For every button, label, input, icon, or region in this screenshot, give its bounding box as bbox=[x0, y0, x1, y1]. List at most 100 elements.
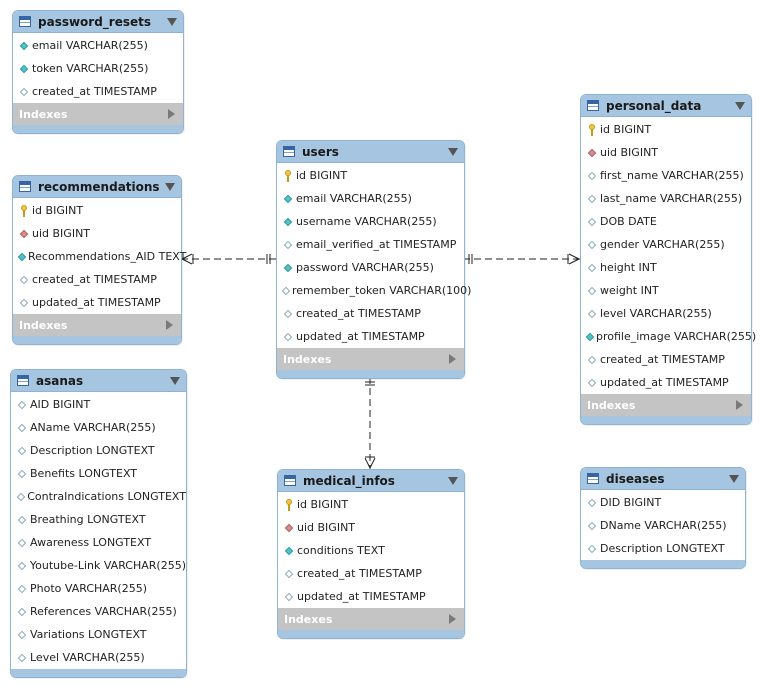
primary-key-icon bbox=[284, 498, 294, 511]
column-label: first_name VARCHAR(255) bbox=[600, 169, 744, 182]
collapse-arrow-icon[interactable] bbox=[448, 476, 458, 485]
table-column[interactable]: updated_at TIMESTAMP bbox=[278, 585, 464, 608]
collapse-arrow-icon[interactable] bbox=[729, 474, 739, 483]
table-column[interactable]: created_at TIMESTAMP bbox=[277, 302, 464, 325]
table-column[interactable]: updated_at TIMESTAMP bbox=[13, 291, 181, 314]
expand-arrow-icon[interactable] bbox=[166, 320, 173, 330]
expand-arrow-icon[interactable] bbox=[736, 400, 743, 410]
table-column[interactable]: id BIGINT bbox=[277, 164, 464, 187]
table-column[interactable]: first_name VARCHAR(255) bbox=[581, 164, 751, 187]
table-column[interactable]: Benefits LONGTEXT bbox=[11, 462, 186, 485]
expand-arrow-icon[interactable] bbox=[449, 354, 456, 364]
column-label: id BIGINT bbox=[296, 169, 348, 182]
table-column[interactable]: Level VARCHAR(255) bbox=[11, 646, 186, 669]
not-null-diamond-icon bbox=[19, 41, 29, 50]
column-label: DName VARCHAR(255) bbox=[600, 519, 727, 532]
foreign-key-diamond-icon bbox=[587, 148, 597, 157]
indexes-section[interactable]: Indexes bbox=[581, 394, 751, 416]
table-column[interactable]: last_name VARCHAR(255) bbox=[581, 187, 751, 210]
table-column[interactable]: Awareness LONGTEXT bbox=[11, 531, 186, 554]
table-column[interactable]: created_at TIMESTAMP bbox=[13, 80, 183, 103]
table-column[interactable]: uid BIGINT bbox=[278, 516, 464, 539]
table-column[interactable]: updated_at TIMESTAMP bbox=[581, 371, 751, 394]
table-column[interactable]: remember_token VARCHAR(100) bbox=[277, 279, 471, 302]
collapse-arrow-icon[interactable] bbox=[165, 182, 175, 191]
table-column[interactable]: DOB DATE bbox=[581, 210, 751, 233]
table-column[interactable]: email_verified_at TIMESTAMP bbox=[277, 233, 464, 256]
table-column[interactable]: level VARCHAR(255) bbox=[581, 302, 751, 325]
column-label: created_at TIMESTAMP bbox=[297, 567, 422, 580]
table-header[interactable]: asanas bbox=[11, 370, 186, 392]
table-column[interactable]: Photo VARCHAR(255) bbox=[11, 577, 186, 600]
nullable-diamond-icon bbox=[587, 521, 597, 530]
collapse-arrow-icon[interactable] bbox=[167, 17, 177, 26]
table-header[interactable]: users bbox=[277, 141, 464, 163]
table-column[interactable]: Breathing LONGTEXT bbox=[11, 508, 186, 531]
table-column[interactable]: Variations LONGTEXT bbox=[11, 623, 186, 646]
indexes-section[interactable]: Indexes bbox=[278, 608, 464, 630]
table-header[interactable]: diseases bbox=[581, 468, 745, 490]
nullable-diamond-icon bbox=[17, 515, 27, 524]
column-label: uid BIGINT bbox=[32, 227, 91, 240]
nullable-diamond-icon bbox=[283, 332, 293, 341]
table-column[interactable]: DName VARCHAR(255) bbox=[581, 514, 745, 537]
table-column[interactable]: Description LONGTEXT bbox=[581, 537, 745, 560]
table-column[interactable]: id BIGINT bbox=[278, 493, 464, 516]
table-column[interactable]: username VARCHAR(255) bbox=[277, 210, 464, 233]
table-column[interactable]: updated_at TIMESTAMP bbox=[277, 325, 464, 348]
table-column[interactable]: gender VARCHAR(255) bbox=[581, 233, 751, 256]
table-column[interactable]: email VARCHAR(255) bbox=[277, 187, 464, 210]
table-column[interactable]: id BIGINT bbox=[13, 199, 181, 222]
expand-arrow-icon[interactable] bbox=[449, 614, 456, 624]
table-column[interactable]: created_at TIMESTAMP bbox=[13, 268, 181, 291]
table-column[interactable]: height INT bbox=[581, 256, 751, 279]
expand-arrow-icon[interactable] bbox=[168, 109, 175, 119]
table-column[interactable]: token VARCHAR(255) bbox=[13, 57, 183, 80]
table-column[interactable]: uid BIGINT bbox=[13, 222, 181, 245]
column-label: weight INT bbox=[600, 284, 659, 297]
column-list: AID BIGINT AName VARCHAR(255) Description … bbox=[11, 392, 186, 669]
table-column[interactable]: conditions TEXT bbox=[278, 539, 464, 562]
column-label: AName VARCHAR(255) bbox=[30, 421, 156, 434]
table-column[interactable]: email VARCHAR(255) bbox=[13, 34, 183, 57]
table-column[interactable]: Recommendations_AID TEXT bbox=[13, 245, 186, 268]
table-column[interactable]: Description LONGTEXT bbox=[11, 439, 186, 462]
table-column[interactable]: ContraIndications LONGTEXT bbox=[11, 485, 186, 508]
nullable-diamond-icon bbox=[16, 492, 25, 501]
collapse-arrow-icon[interactable] bbox=[735, 101, 745, 110]
nullable-diamond-icon bbox=[17, 538, 27, 547]
table-column[interactable]: weight INT bbox=[581, 279, 751, 302]
column-label: updated_at TIMESTAMP bbox=[296, 330, 425, 343]
table-column[interactable]: profile_image VARCHAR(255) bbox=[581, 325, 756, 348]
table-header[interactable]: recommendations bbox=[13, 176, 181, 198]
nullable-diamond-icon bbox=[587, 498, 597, 507]
table-column[interactable]: AName VARCHAR(255) bbox=[11, 416, 186, 439]
column-label: id BIGINT bbox=[600, 123, 652, 136]
table-users[interactable]: users id BIGINT email VARCHAR(255)username… bbox=[276, 140, 471, 379]
table-column[interactable]: id BIGINT bbox=[581, 118, 751, 141]
table-column[interactable]: uid BIGINT bbox=[581, 141, 751, 164]
table-header[interactable]: personal_data bbox=[581, 95, 751, 117]
indexes-section[interactable]: Indexes bbox=[13, 103, 183, 125]
collapse-arrow-icon[interactable] bbox=[170, 376, 180, 385]
table-header[interactable]: medical_infos bbox=[278, 470, 464, 492]
table-column[interactable]: References VARCHAR(255) bbox=[11, 600, 186, 623]
table-header[interactable]: password_resets bbox=[13, 11, 183, 33]
column-label: Level VARCHAR(255) bbox=[30, 651, 145, 664]
indexes-section[interactable]: Indexes bbox=[277, 348, 464, 370]
collapse-arrow-icon[interactable] bbox=[448, 147, 458, 156]
table-column[interactable]: created_at TIMESTAMP bbox=[278, 562, 464, 585]
table-column[interactable]: created_at TIMESTAMP bbox=[581, 348, 751, 371]
table-column[interactable]: password VARCHAR(255) bbox=[277, 256, 464, 279]
table-column[interactable]: Youtube-Link VARCHAR(255) bbox=[11, 554, 186, 577]
indexes-section[interactable]: Indexes bbox=[13, 314, 181, 336]
table-column[interactable]: DID BIGINT bbox=[581, 491, 745, 514]
table-column[interactable]: AID BIGINT bbox=[11, 393, 186, 416]
not-null-diamond-icon bbox=[19, 64, 29, 73]
